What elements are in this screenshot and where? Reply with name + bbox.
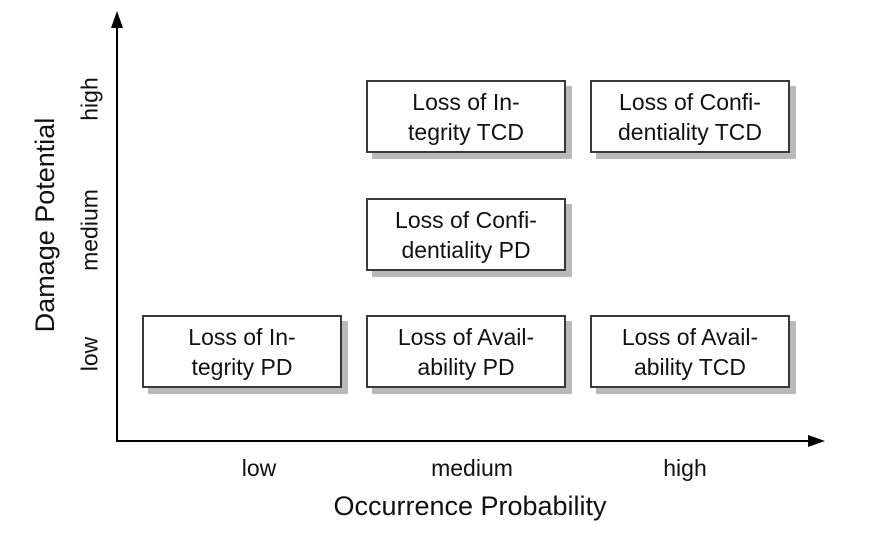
node-text-line: Loss of Confi- <box>619 88 761 115</box>
node-text-line: Loss of Avail- <box>397 323 535 350</box>
node-loss-of-availability-pd: Loss of Avail- ability PD <box>366 315 566 388</box>
y-axis-line <box>116 24 118 442</box>
node-text-line: tegrity TCD <box>408 118 524 145</box>
y-axis-title: Damage Potential <box>30 117 61 333</box>
x-tick-medium: medium <box>431 455 513 481</box>
x-axis-arrow-icon <box>808 435 825 447</box>
node-text-line: dentiality PD <box>401 236 531 263</box>
node-text-line: dentiality TCD <box>617 118 763 145</box>
node-loss-of-availability-tcd: Loss of Avail- ability TCD <box>590 315 790 388</box>
x-tick-low: low <box>241 455 277 481</box>
node-text-line: Loss of Confi- <box>395 206 537 233</box>
node-text-line: Loss of Avail- <box>621 323 759 350</box>
node-text-line: Loss of In- <box>188 323 296 350</box>
y-tick-low: low <box>76 336 103 372</box>
node-loss-of-confidentiality-pd: Loss of Confi- dentiality PD <box>366 198 566 271</box>
node-loss-of-confidentiality-tcd: Loss of Confi- dentiality TCD <box>590 80 790 153</box>
y-axis-arrow-icon <box>111 11 123 28</box>
x-axis-title: Occurrence Probability <box>333 491 607 521</box>
x-tick-high: high <box>663 455 707 481</box>
y-tick-high: high <box>76 77 103 121</box>
y-tick-medium: medium <box>76 189 103 271</box>
node-text-line: Loss of In- <box>412 88 520 115</box>
x-axis-line <box>116 440 810 442</box>
node-text-line: tegrity PD <box>191 353 293 380</box>
node-text-line: ability TCD <box>633 353 747 380</box>
node-loss-of-integrity-tcd: Loss of In- tegrity TCD <box>366 80 566 153</box>
node-text-line: ability PD <box>417 353 515 380</box>
node-loss-of-integrity-pd: Loss of In- tegrity PD <box>142 315 342 388</box>
